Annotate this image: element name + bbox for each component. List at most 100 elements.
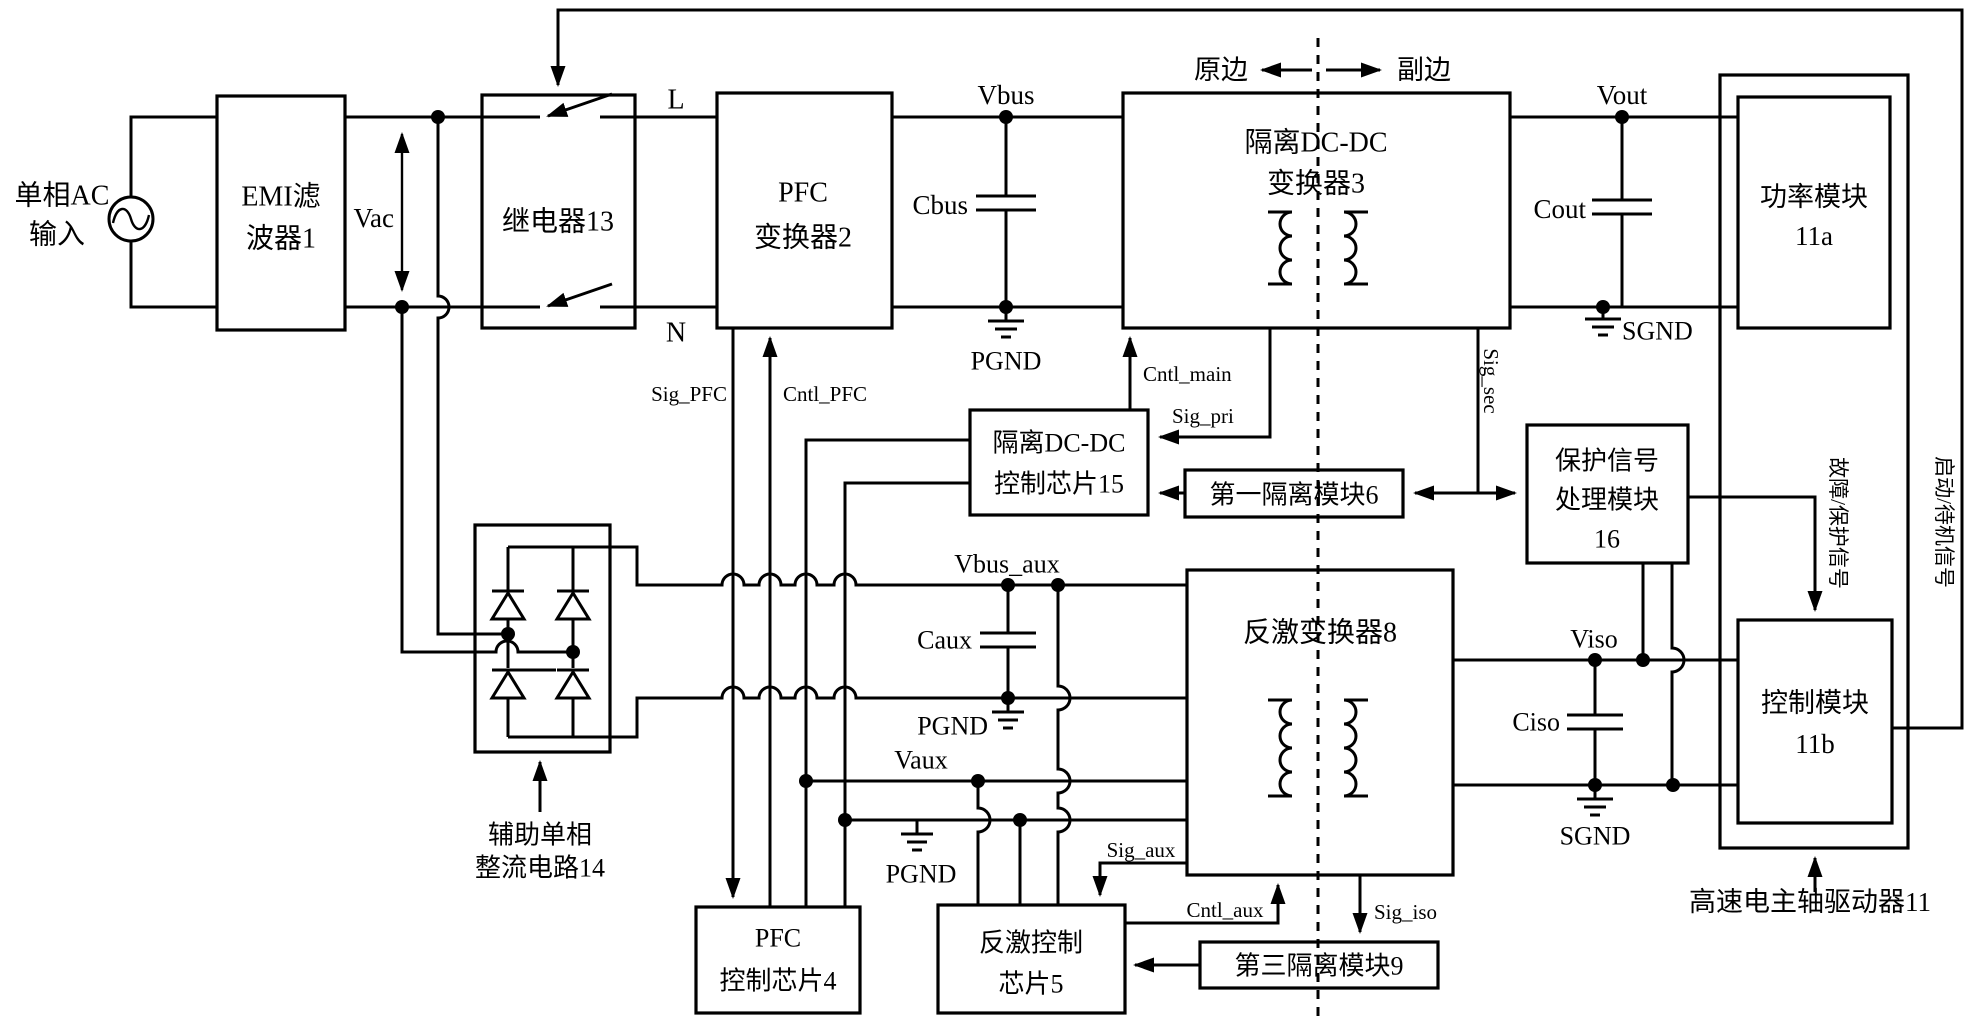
wire-n-tap-to-rectifier <box>400 307 573 654</box>
wire-module16-sgnd <box>1670 563 1686 785</box>
aux-rectifier-label-1: 辅助单相 <box>488 821 592 850</box>
relay-label: 继电器13 <box>502 206 614 238</box>
flyback8-label: 反激变换器8 <box>1243 617 1397 649</box>
junction-dot <box>566 645 580 659</box>
transformer-icon-dcdc3 <box>1268 210 1368 286</box>
caux-label: Caux <box>917 626 972 655</box>
wire-vbus-aux <box>508 545 1187 587</box>
power-module-label-2: 11a <box>1795 221 1833 251</box>
cntl-main-label: Cntl_main <box>1143 362 1232 386</box>
cout-capacitor-icon <box>1592 117 1652 307</box>
chip15-label-1: 隔离DC-DC <box>993 429 1126 458</box>
viso-label: Viso <box>1570 625 1618 654</box>
line-n-label: N <box>666 318 686 349</box>
line-l-label: L <box>667 85 684 116</box>
sgnd-ground-icon-1 <box>1585 307 1621 337</box>
pgnd-aux-ground-icon <box>992 698 1024 730</box>
sig-sec-label: Sig_sec <box>1479 348 1503 413</box>
module16-label-2: 处理模块 <box>1555 486 1659 515</box>
block-pfc-converter-2 <box>715 91 894 330</box>
vaux-label: Vaux <box>894 746 947 775</box>
start-standby-signal-label: 启动/待机信号 <box>1932 456 1956 588</box>
emi-filter-label-1: EMI滤 <box>241 181 320 213</box>
pgnd-vaux-ground-icon <box>901 820 933 852</box>
wire-chip15-rail-b <box>843 481 970 907</box>
diode-bridge-icon <box>489 547 592 737</box>
vac-label: Vac <box>354 203 394 233</box>
primary-side-label: 原边 <box>1194 55 1248 85</box>
chip4-label-1: PFC <box>755 924 801 953</box>
control-module-label-1: 控制模块 <box>1761 688 1869 718</box>
wire-pgnd-aux <box>508 685 1187 739</box>
pgnd-label-2: PGND <box>917 712 988 741</box>
wire-vbus-aux-to-chip5 <box>1056 585 1072 905</box>
wire-sig-pri <box>1158 328 1272 445</box>
ac-input-label-2: 输入 <box>29 219 85 251</box>
block-protection-module-16 <box>1525 423 1690 565</box>
module9-label: 第三隔离模块9 <box>1234 952 1403 981</box>
cntl-aux-label: Cntl_aux <box>1187 898 1264 922</box>
transformer-icon-flyback8 <box>1268 698 1368 798</box>
relay-switch-icon-top <box>482 92 635 119</box>
ciso-capacitor-icon <box>1567 660 1623 785</box>
chip15-label-2: 控制芯片15 <box>994 470 1124 499</box>
block-flyback-converter-8 <box>1185 568 1455 877</box>
block-pfc-control-chip-4 <box>694 905 862 1015</box>
sig-pfc-label: Sig_PFC <box>651 382 727 406</box>
spindle-driver-label: 高速电主轴驱动器11 <box>1689 887 1931 917</box>
block-flyback-control-chip-5 <box>936 903 1127 1015</box>
secondary-side-label: 副边 <box>1397 55 1451 85</box>
wire-sig-aux <box>1092 861 1187 897</box>
ciso-label: Ciso <box>1512 708 1560 737</box>
block-aux-rectifier-14 <box>473 523 612 754</box>
junction-dot <box>1666 778 1680 792</box>
wire-cntl-aux <box>1125 883 1286 925</box>
module16-label-1: 保护信号 <box>1555 447 1659 476</box>
block-control-module-11b <box>1736 618 1894 825</box>
wire-start-standby-feedback <box>550 8 1964 730</box>
sgnd-label-1: SGND <box>1622 317 1693 346</box>
sig-aux-label: Sig_aux <box>1107 838 1176 862</box>
pfc-label-2: 变换器2 <box>754 222 852 254</box>
junction-dot <box>799 774 813 788</box>
ac-source-icon <box>107 195 155 243</box>
module16-label-3: 16 <box>1594 525 1620 554</box>
sgnd-label-2: SGND <box>1560 822 1631 851</box>
pgnd-label-1: PGND <box>971 347 1042 376</box>
dcdc3-label-1: 隔离DC-DC <box>1244 127 1387 159</box>
wire-vaux-to-chip5 <box>976 781 992 905</box>
module6-label: 第一隔离模块6 <box>1209 481 1378 510</box>
cout-label: Cout <box>1533 194 1586 224</box>
cbus-capacitor-icon <box>976 117 1036 307</box>
sig-pri-label: Sig_pri <box>1172 404 1234 428</box>
wire-l-tap-to-rectifier <box>436 117 508 636</box>
chip4-label-2: 控制芯片4 <box>719 967 836 996</box>
dcdc3-label-2: 变换器3 <box>1267 168 1365 200</box>
chip5-label-2: 芯片5 <box>998 970 1063 999</box>
relay-switch-icon-bottom <box>482 282 635 309</box>
power-module-label-1: 功率模块 <box>1760 182 1868 212</box>
control-module-label-2: 11b <box>1795 729 1835 759</box>
block-relay-13 <box>480 93 637 330</box>
block-dcdc-control-chip-15 <box>968 408 1150 517</box>
junction-dot <box>1636 653 1650 667</box>
wire-fault-protection <box>1688 495 1823 612</box>
wire-source-bottom <box>129 241 217 309</box>
pgnd-label-3: PGND <box>886 860 957 889</box>
junction-dot <box>838 813 852 827</box>
cntl-pfc-label: Cntl_PFC <box>783 382 867 406</box>
junction-dot <box>501 627 515 641</box>
emi-filter-label-2: 波器1 <box>246 223 316 255</box>
wire-source-top <box>129 115 217 197</box>
vout-label: Vout <box>1597 80 1648 110</box>
pfc-label-1: PFC <box>778 178 828 209</box>
pgnd-ground-icon <box>988 307 1024 339</box>
ac-input-label-1: 单相AC <box>15 180 110 212</box>
chip5-label-1: 反激控制 <box>979 929 1083 958</box>
wire-chip15-rail-a <box>804 438 970 907</box>
sig-iso-label: Sig_iso <box>1374 900 1437 924</box>
fault-protection-label: 故障/保护信号 <box>1826 457 1850 589</box>
sgnd-ground-icon-2 <box>1577 785 1613 817</box>
